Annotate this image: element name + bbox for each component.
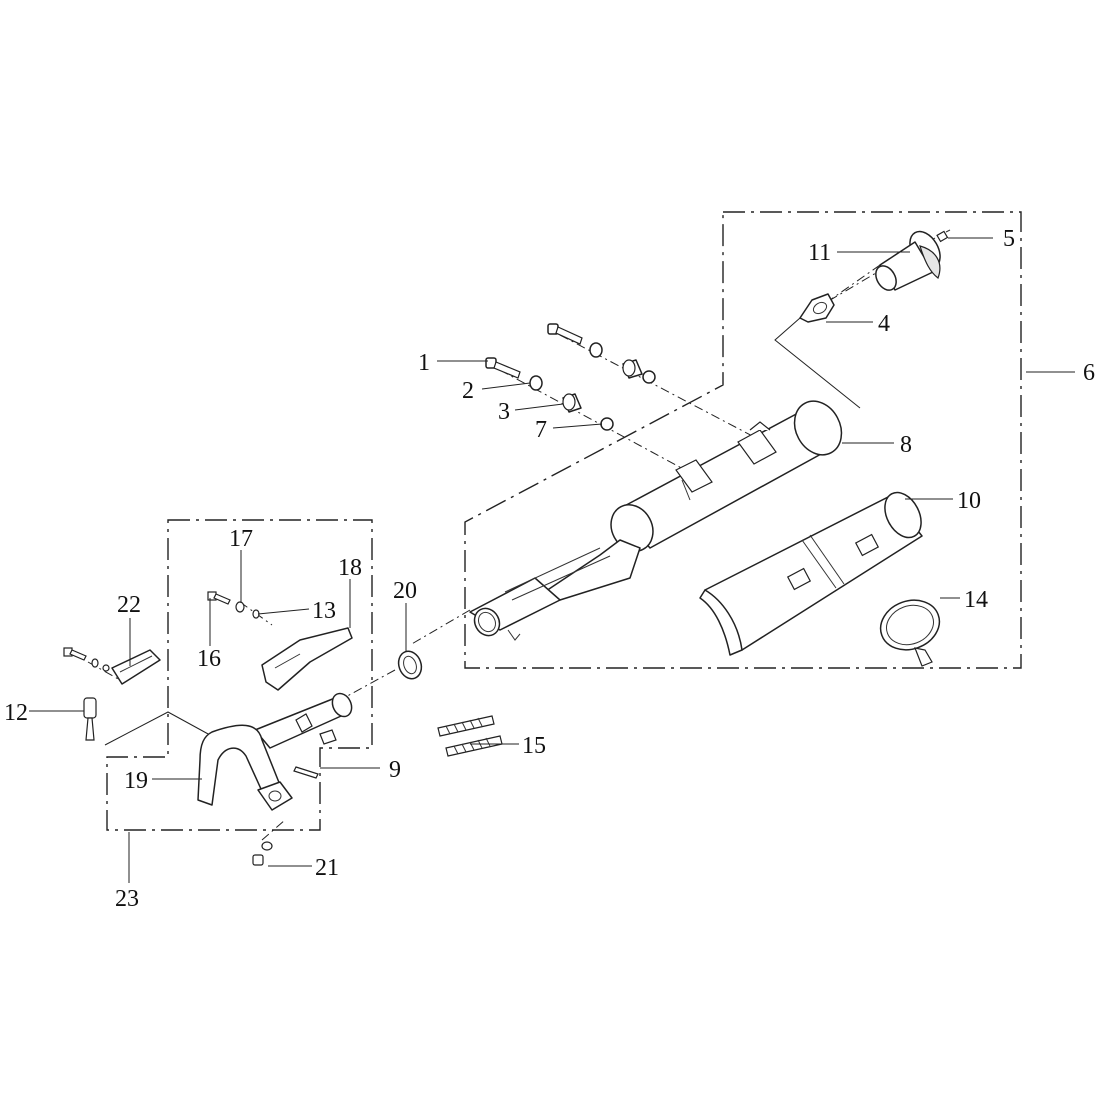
- callout-labels: 1 2 3 7 5 11 4 6 8 10 14 20 15 9 17 18 1…: [4, 226, 1095, 912]
- callout-10: 10: [957, 488, 981, 514]
- callout-18: 18: [338, 555, 362, 581]
- callout-14: 14: [964, 587, 988, 613]
- callout-4: 4: [878, 311, 890, 337]
- callout-2: 2: [462, 378, 474, 404]
- callout-23: 23: [115, 886, 139, 912]
- muffler-band-clamp-part: [879, 599, 941, 667]
- exhaust-pipe-assembly-boundary: [106, 519, 373, 831]
- callout-7: 7: [535, 417, 547, 443]
- muffler-heat-shield-part: [699, 491, 923, 656]
- pipe-pin-part: [293, 766, 319, 779]
- end-cap-part: [875, 230, 941, 291]
- callout-15: 15: [522, 733, 546, 759]
- callout-19: 19: [124, 768, 148, 794]
- callout-22: 22: [117, 592, 141, 618]
- sensor-guard-bolt-part: [63, 647, 110, 672]
- callout-9: 9: [389, 757, 401, 783]
- oxygen-sensor-part: [83, 697, 97, 741]
- callout-1: 1: [418, 350, 430, 376]
- washer-part: [529, 342, 603, 391]
- callout-5: 5: [1003, 226, 1015, 252]
- pipe-heat-shield-part: [261, 627, 353, 691]
- callout-8: 8: [900, 432, 912, 458]
- exhaust-spring-part: [437, 715, 503, 757]
- callout-6: 6: [1083, 360, 1095, 386]
- collar-spacer-part: [562, 359, 643, 413]
- end-cap-screw-part: [936, 229, 951, 243]
- flange-nut-part: [252, 841, 273, 866]
- callout-3: 3: [498, 399, 510, 425]
- mounting-nut-part: [600, 370, 656, 431]
- muffler-body-part: [469, 400, 843, 641]
- callout-21: 21: [315, 855, 339, 881]
- callout-11: 11: [808, 240, 831, 266]
- callout-17: 17: [229, 526, 253, 552]
- callout-13: 13: [312, 598, 336, 624]
- sensor-guard-part: [111, 649, 161, 685]
- shield-bolt-part: [207, 591, 231, 605]
- callout-16: 16: [197, 646, 221, 672]
- shield-washer-part: [235, 601, 260, 619]
- callout-20: 20: [393, 578, 417, 604]
- mounting-bolt-part: [485, 323, 583, 379]
- leader-lines: [29, 237, 1075, 883]
- end-cap-gasket-part: [799, 293, 835, 323]
- exhaust-pipe-part: [197, 692, 353, 811]
- muffler-assembly-boundary: [464, 211, 1022, 669]
- joint-gasket-part: [397, 650, 423, 680]
- callout-12: 12: [4, 700, 28, 726]
